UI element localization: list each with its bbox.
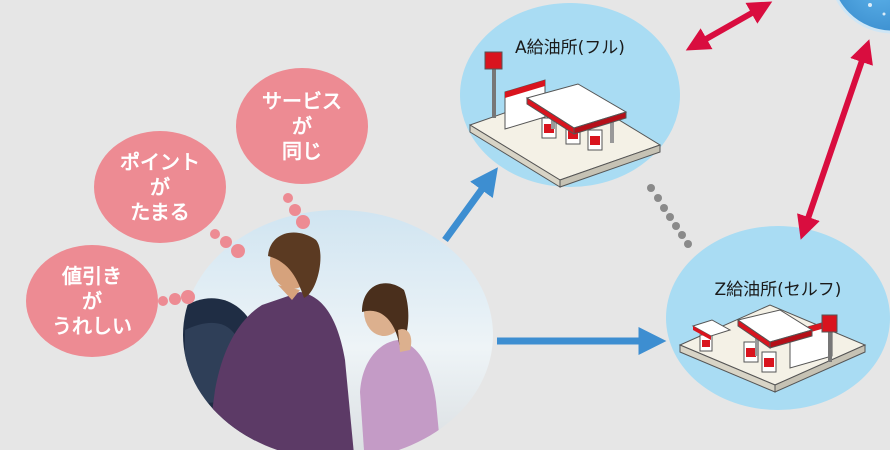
- bubble-service-line-2: が: [292, 114, 312, 138]
- bubble-text-discount: 値引き が うれしい: [37, 264, 147, 339]
- bubble-discount-line-2: が: [82, 289, 102, 313]
- bubble-discount-line-1: 値引き: [62, 264, 122, 288]
- gas-station-z-icon: [678, 304, 867, 393]
- customer-photo: [183, 210, 493, 450]
- thought-bubble-service: [236, 68, 368, 184]
- bubble-discount-line-3: うれしい: [52, 314, 132, 338]
- globe-icon: [836, 0, 890, 34]
- bubble-text-service: サービス が 同じ: [252, 89, 352, 164]
- red-arrow-globe-to-z: [797, 39, 873, 240]
- red-arrow-globe-to-a: [685, 1, 773, 51]
- thought-bubble-discount: [26, 245, 158, 357]
- dotted-connector: [647, 184, 692, 248]
- blue-arrow-to-a: [442, 167, 498, 243]
- bubble-service-line-3: 同じ: [282, 139, 322, 163]
- station-z-label: Z給油所(セルフ): [714, 280, 842, 300]
- bubble-service-line-1: サービス: [262, 89, 342, 113]
- bubble-points-line-2: が: [150, 175, 170, 199]
- station-a-label: A給油所(フル): [515, 38, 625, 58]
- bubble-points-line-3: たまる: [130, 200, 190, 224]
- bubble-points-line-1: ポイント: [120, 150, 200, 174]
- gas-station-a-icon: [468, 51, 662, 188]
- thought-dots: [158, 193, 310, 306]
- bubble-text-points: ポイント が たまる: [105, 150, 215, 225]
- thought-bubble-points: [94, 131, 226, 243]
